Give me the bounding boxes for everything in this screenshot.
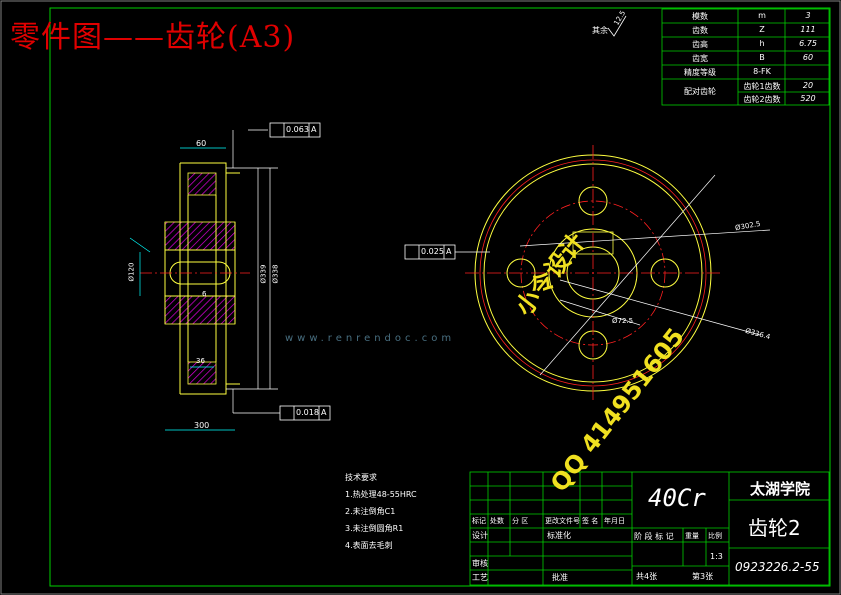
param-sym: 齿轮2齿数: [743, 95, 781, 104]
param-sym: 齿轮1齿数: [743, 82, 781, 91]
param-name: 齿高: [692, 40, 708, 49]
tb-row-label: 标记: [472, 517, 486, 525]
tb-row-label: 更改文件号: [545, 517, 580, 525]
param-name: 模数: [692, 12, 708, 21]
param-name: 齿宽: [692, 54, 708, 63]
param-val: 520: [800, 94, 816, 103]
label-scale: 比例: [708, 532, 722, 540]
front-view: [455, 145, 771, 400]
param-sym: m: [758, 11, 766, 20]
tol-bottom-value: 0.018: [296, 408, 319, 417]
tb-row-label: 处数: [490, 517, 504, 525]
drawing-title: 零件图——齿轮(A3): [10, 20, 296, 55]
tech-item: 3.未注倒圆角R1: [345, 524, 404, 533]
drawing-number: 0923226.2-55: [735, 560, 820, 574]
sheet-number: 第3张: [692, 572, 714, 581]
param-val: 3: [805, 11, 811, 20]
tolerance-frames: [269, 122, 456, 421]
label-approve: 批准: [552, 573, 568, 582]
param-val: 111: [800, 25, 816, 34]
roughness-note: 其余: [592, 26, 608, 35]
tech-item: 4.表面去毛刺: [345, 541, 393, 550]
tol-front-datum: A: [446, 247, 452, 256]
tb-row-label: 签 名: [582, 517, 599, 525]
param-name: 配对齿轮: [684, 87, 716, 96]
dim-width-bottom: 300: [194, 421, 210, 430]
tb-row-label: 分 区: [512, 517, 529, 525]
param-sym: 8-FK: [753, 67, 771, 76]
school-name: 太湖学院: [750, 480, 811, 498]
param-sym: B: [759, 53, 765, 62]
label-process: 工艺: [472, 573, 488, 582]
label-check: 审核: [472, 559, 488, 568]
roughness-symbol: [607, 15, 627, 37]
side-view: [129, 129, 280, 431]
tol-front-value: 0.025: [421, 247, 444, 256]
tol-top-datum: A: [311, 125, 317, 134]
tol-top-value: 0.063: [286, 125, 309, 134]
label-weight: 重量: [685, 532, 699, 540]
material: 40Cr: [648, 484, 706, 512]
dim-dia1: Ø339: [259, 264, 268, 284]
param-name: 齿数: [692, 26, 708, 35]
param-name: 精度等级: [684, 68, 716, 77]
dim-bore: Ø120: [127, 262, 136, 282]
dim-key: 6: [202, 290, 207, 298]
tb-row-label: 年月日: [604, 517, 625, 525]
tech-heading: 技术要求: [345, 473, 377, 482]
watermark-site: www.renrendoc.com: [285, 333, 456, 344]
dim-width-top: 60: [196, 139, 207, 148]
sheets-total: 共4张: [636, 572, 658, 581]
dim-dia2: Ø338: [271, 264, 280, 284]
param-sym: Z: [759, 25, 765, 34]
param-val: 20: [802, 81, 814, 90]
tol-bottom-datum: A: [321, 408, 327, 417]
tech-requirements: 技术要求 1.热处理48-55HRC 2.未注倒角C1 3.未注倒圆角R1 4.…: [345, 469, 417, 554]
tech-item: 2.未注倒角C1: [345, 507, 396, 516]
params-table: [661, 8, 830, 106]
dim-pcd-small: Ø72.5: [612, 317, 634, 325]
label-stage: 阶 段 标 记: [634, 532, 674, 541]
tech-item: 1.热处理48-55HRC: [345, 490, 417, 499]
title-block-grid: [469, 471, 830, 586]
param-val: 6.75: [799, 39, 817, 48]
param-sym: h: [759, 39, 765, 48]
label-standard: 标准化: [547, 531, 571, 540]
inner-border: [49, 7, 831, 587]
part-name: 齿轮2: [748, 516, 801, 540]
label-design: 设计: [472, 531, 488, 540]
param-val: 60: [802, 53, 814, 62]
dim-hub-width: 36: [196, 357, 205, 365]
scale: 1:3: [710, 552, 723, 561]
